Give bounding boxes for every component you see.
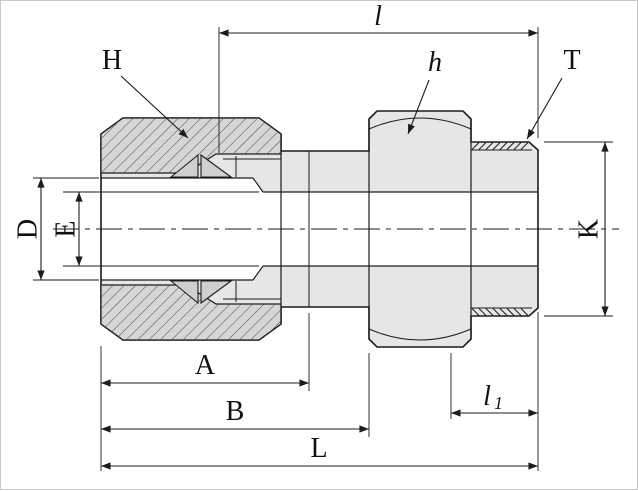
dimension-A: A — [100, 313, 310, 471]
label-l1-subscript: 1 — [494, 393, 503, 413]
dimension-E: E — [50, 191, 259, 267]
internal-detail-upper — [169, 117, 532, 178]
label-T: T — [563, 45, 580, 76]
thread-ticks — [471, 142, 529, 150]
front-ferrule — [200, 153, 233, 178]
dimension-K: K — [544, 141, 613, 317]
dimension-B: B — [101, 353, 370, 437]
back-ferrule — [169, 153, 199, 178]
label-A: A — [195, 350, 216, 381]
label-h: h — [428, 47, 442, 78]
hex-chamfer-arc — [368, 117, 472, 130]
label-D: D — [12, 219, 43, 239]
nut-section — [100, 117, 282, 341]
label-E: E — [50, 220, 81, 237]
label-K: K — [573, 219, 604, 239]
label-H: H — [102, 45, 122, 76]
leader-H: H — [102, 45, 189, 139]
label-l1: l — [483, 381, 491, 412]
dimension-D: D — [12, 177, 99, 281]
label-B: B — [226, 396, 245, 427]
label-L: L — [310, 433, 327, 464]
label-l: l — [374, 1, 382, 32]
dimension-l1: l 1 — [450, 353, 538, 419]
leader-T: T — [526, 45, 581, 140]
dimension-L: L — [101, 312, 539, 471]
leader-h: h — [407, 47, 442, 135]
